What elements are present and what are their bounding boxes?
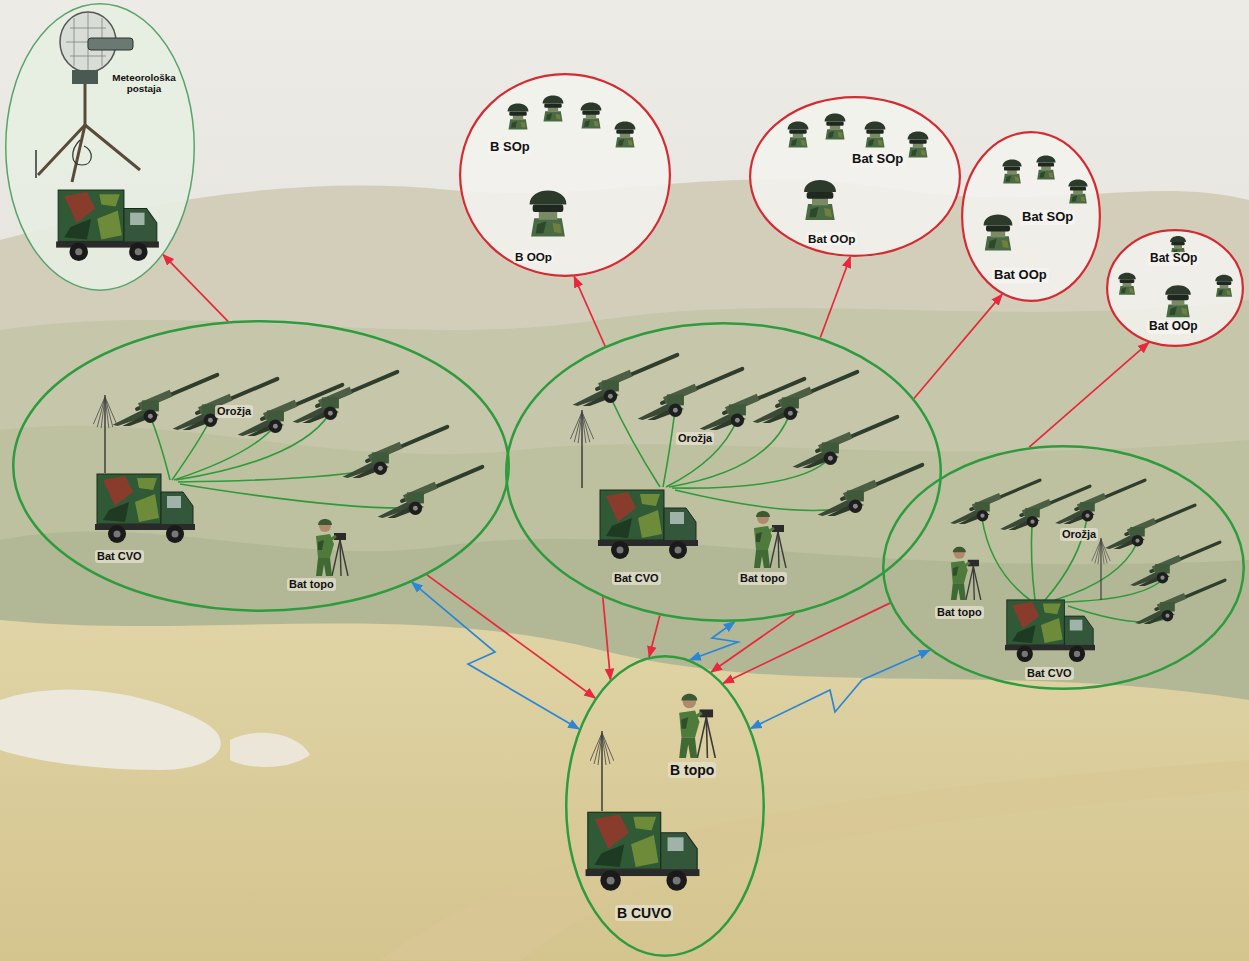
ellipse-outline — [12, 320, 510, 612]
node-label: Bat CVO — [612, 572, 661, 585]
node-label: B SOp — [488, 140, 532, 155]
ellipse-outline — [506, 323, 941, 621]
node-label: Bat CVO — [1025, 667, 1074, 680]
report-arrow — [427, 575, 595, 698]
node-label: B OOp — [513, 250, 554, 263]
observer-circle: B SOp B OOp — [459, 73, 671, 277]
report-arrow — [820, 257, 850, 338]
battery-ellipse: OrožjaBat topoBat CVO — [882, 445, 1245, 690]
node-label: Bat topo — [287, 578, 336, 591]
command-ellipse: B topo B CUVO — [565, 655, 765, 957]
observer-figures — [508, 96, 1233, 318]
observer-circle: Bat SOpBat OOp — [961, 131, 1101, 302]
node-fills — [6, 3, 1244, 347]
report-arrow — [574, 277, 605, 346]
ellipse-outline — [460, 74, 670, 276]
station-ellipse: Meteorološka postaja — [5, 3, 195, 291]
report-arrow — [163, 255, 228, 322]
node-label: B topo — [668, 762, 716, 778]
battery-figures — [93, 355, 1225, 891]
node-label: Bat SOp — [1148, 252, 1199, 266]
ellipse-outline — [566, 656, 764, 956]
ellipse-outline — [459, 73, 671, 277]
node-label: B CUVO — [615, 905, 673, 921]
ellipse-outline — [882, 445, 1245, 690]
node-label: Orožja — [1060, 528, 1098, 541]
ellipse-outline — [5, 3, 195, 291]
report-arrow — [1029, 343, 1149, 448]
node-label: Bat SOp — [850, 152, 905, 167]
report-arrow — [603, 597, 611, 679]
ellipse-outline — [962, 132, 1100, 301]
observer-circle: Bat SOpBat OOp — [749, 96, 961, 257]
ellipse-outline — [13, 321, 509, 611]
node-label: Bat OOp — [992, 268, 1049, 283]
node-label: Bat topo — [935, 606, 984, 619]
report-arrow — [711, 614, 794, 672]
ellipse-outline — [6, 4, 195, 291]
meteorological-station-figure — [36, 12, 159, 261]
node-label: Bat topo — [738, 572, 787, 585]
radio-link — [751, 650, 930, 728]
radio-link — [412, 582, 579, 729]
node-label: Orožja — [215, 405, 253, 418]
battery-ellipse: OrožjaBat CVO Bat topo — [505, 322, 942, 622]
node-label: Bat OOp — [1147, 320, 1200, 334]
radio-link — [690, 622, 738, 660]
ellipse-outline — [505, 322, 942, 622]
field-wires — [150, 396, 1167, 622]
report-arrow — [723, 603, 890, 683]
ellipse-outline — [883, 446, 1244, 689]
ellipse-outline — [750, 97, 960, 256]
observer-circle: Bat SOpBat OOp — [1106, 229, 1244, 347]
meteo-truck — [56, 190, 159, 261]
report-arrow — [914, 294, 1002, 398]
node-label: Orožja — [676, 432, 714, 445]
node-label: Bat OOp — [806, 232, 857, 245]
node-label: Bat CVO — [95, 550, 144, 563]
node-label: Bat SOp — [1020, 210, 1075, 225]
battery-ellipse: OrožjaBat CVO Bat topo — [12, 320, 510, 612]
ellipse-outline — [1107, 230, 1243, 346]
report-arrow — [649, 615, 660, 656]
node-label: Meteorološka postaja — [102, 72, 186, 95]
